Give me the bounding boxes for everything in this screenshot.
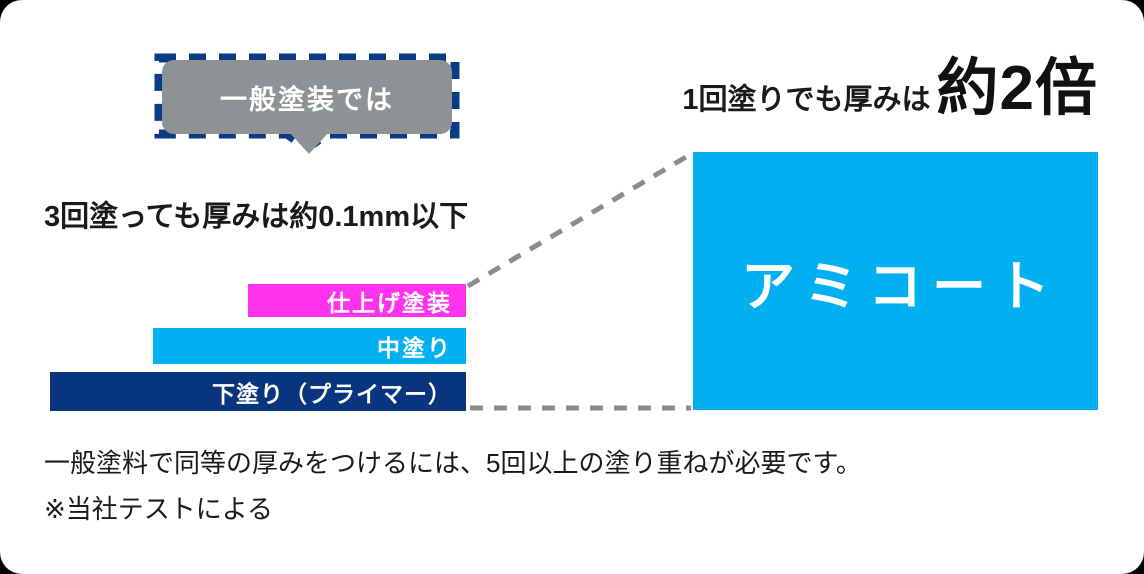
layer-bar-primer-coat-label: 下塗り（プライマー）: [212, 380, 452, 407]
footer-notes: 一般塗料で同等の厚みをつけるには、5回以上の塗り重ねが必要です。 ※当社テストに…: [44, 440, 1104, 532]
layer-bar-finish-coat: 仕上げ塗装: [248, 284, 466, 317]
right-headline-emphasis: 約2倍: [936, 54, 1098, 123]
layer-bar-finish-coat-label: 仕上げ塗装: [327, 289, 452, 316]
speech-bubble: 一般塗装では: [145, 44, 469, 154]
speech-bubble-label: 一般塗装では: [220, 84, 394, 115]
product-label: アミコート: [741, 256, 1060, 317]
layer-bar-primer-coat: 下塗り（プライマー）: [50, 372, 466, 411]
layer-bar-middle-coat-label: 中塗り: [377, 335, 452, 361]
speech-bubble-tail-icon: [289, 132, 329, 154]
right-headline: 1回塗りでも厚みは 約2倍: [682, 58, 1098, 120]
right-headline-small: 1回塗りでも厚みは: [682, 84, 931, 116]
left-caption: 3回塗っても厚みは約0.1mm以下: [44, 201, 469, 233]
speech-bubble-body: 一般塗装では: [162, 60, 452, 134]
connector-line-top: [466, 151, 693, 289]
product-box: アミコート: [693, 152, 1098, 410]
layer-bar-middle-coat: 中塗り: [153, 328, 466, 364]
footer-line-2: ※当社テストによる: [44, 494, 274, 524]
footer-line-1: 一般塗料で同等の厚みをつけるには、5回以上の塗り重ねが必要です。: [44, 448, 862, 478]
